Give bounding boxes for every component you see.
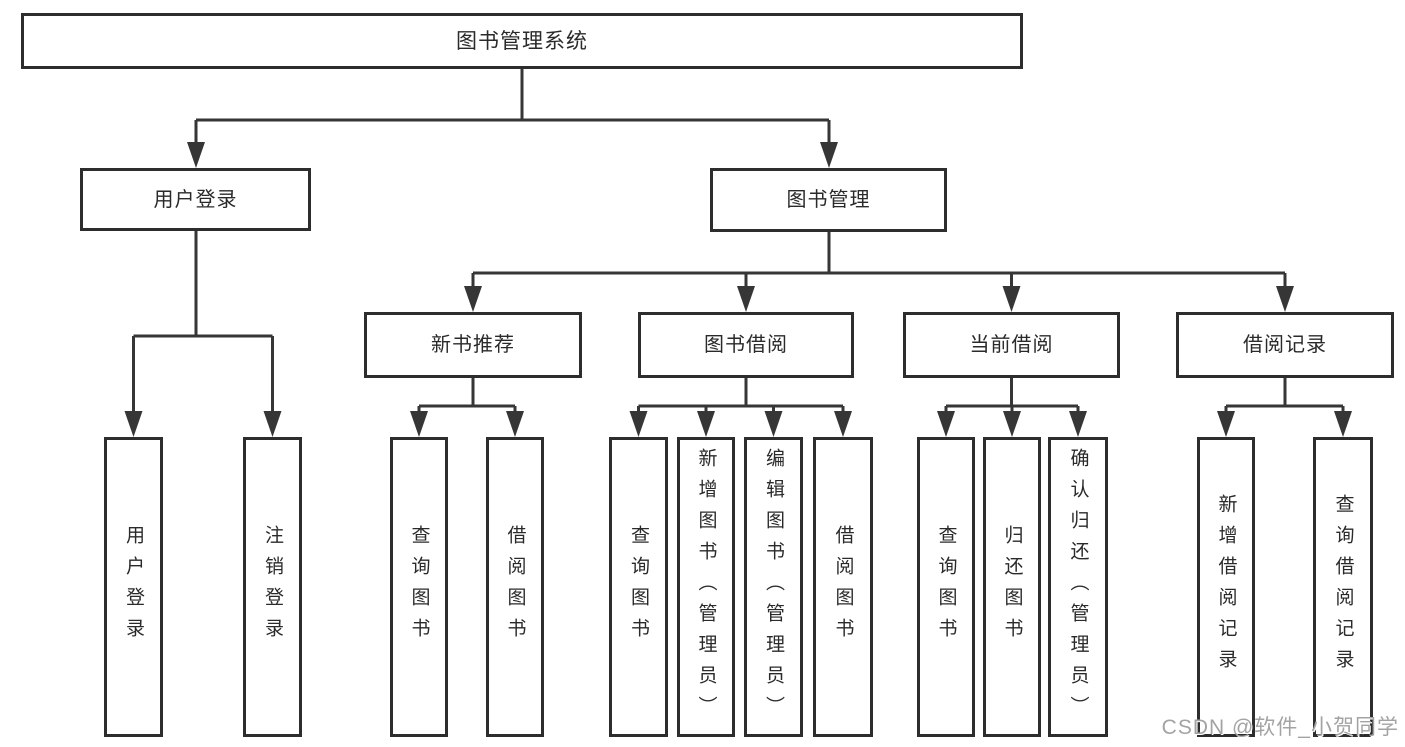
- edge-borrow-records-to-leaves: [1217, 378, 1352, 437]
- node-library-system: 图书管理系统: [21, 13, 1023, 69]
- edge-user-login-to-leaves: [124, 231, 282, 437]
- edge-new-book-rec-to-leaves: [410, 378, 524, 437]
- leaf-br-query-record: 查询借阅记录: [1313, 437, 1373, 737]
- leaf-br-add-record: 新增借阅记录: [1197, 437, 1255, 737]
- node-current-borrowing: 当前借阅: [903, 312, 1120, 378]
- leaf-bb-edit-books-admin: 编辑图书（管理员）: [744, 437, 803, 737]
- leaf-rec-borrow-books: 借阅图书: [486, 437, 544, 737]
- edge-book-mgmt-to-level3: [464, 232, 1294, 312]
- leaf-cb-confirm-return-admin: 确认归还（管理员）: [1048, 437, 1108, 737]
- leaf-logout: 注销登录: [243, 437, 302, 737]
- leaf-user-login: 用户登录: [104, 437, 163, 737]
- leaf-cb-return-books: 归还图书: [983, 437, 1041, 737]
- leaf-cb-query-books: 查询图书: [917, 437, 975, 737]
- node-borrow-records: 借阅记录: [1176, 312, 1394, 378]
- leaf-rec-query-books: 查询图书: [390, 437, 448, 737]
- node-book-management: 图书管理: [710, 168, 947, 232]
- csdn-watermark: CSDN @软件_小贺同学: [1161, 716, 1399, 739]
- edge-book-borrow-to-leaves: [629, 378, 852, 437]
- edge-current-borrow-to-leaves: [937, 378, 1087, 437]
- node-new-book-recommend: 新书推荐: [364, 312, 582, 378]
- leaf-bb-borrow-books: 借阅图书: [813, 437, 873, 737]
- node-user-login: 用户登录: [80, 168, 311, 231]
- leaf-bb-query-books: 查询图书: [609, 437, 668, 737]
- node-book-borrowing: 图书借阅: [638, 312, 854, 378]
- leaf-bb-add-books-admin: 新增图书（管理员）: [677, 437, 735, 737]
- edge-root-to-level2: [187, 68, 838, 168]
